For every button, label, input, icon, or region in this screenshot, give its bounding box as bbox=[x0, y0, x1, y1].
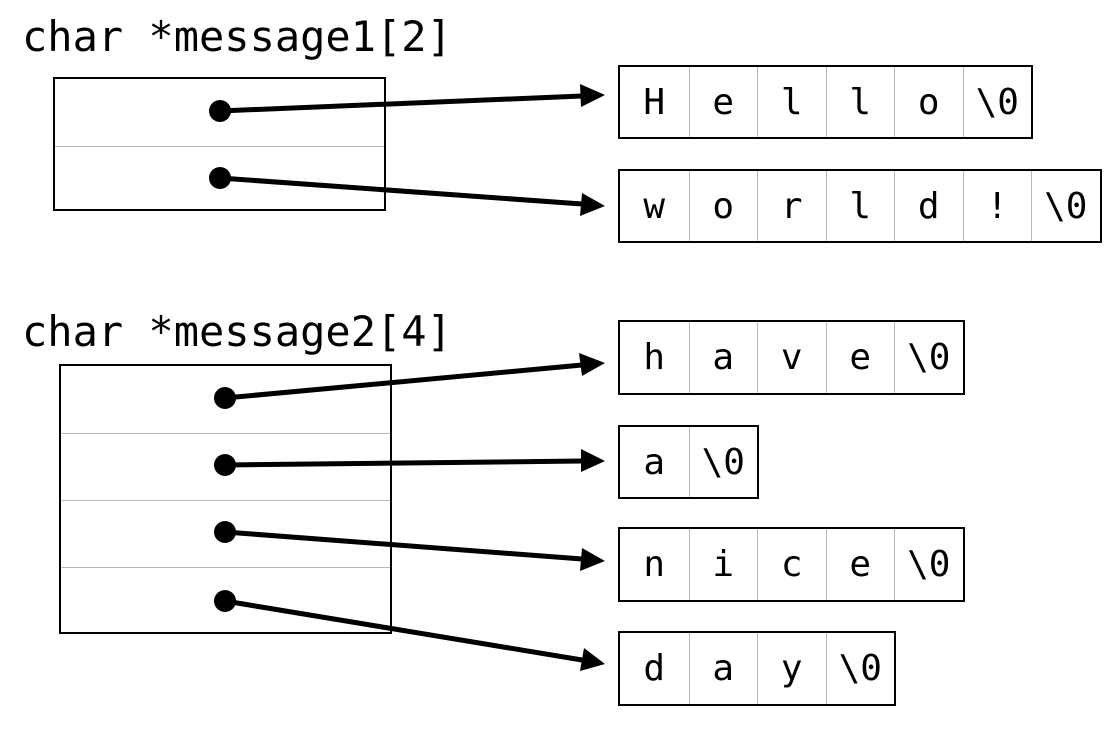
char-cell: n bbox=[643, 544, 666, 585]
message1-declaration: char *message1[2] bbox=[22, 12, 452, 61]
message2-pointer-array bbox=[59, 364, 392, 634]
arrow-message2-0 bbox=[214, 353, 605, 409]
arrow-message2-2 bbox=[214, 521, 605, 571]
char-cell: r bbox=[757, 171, 826, 241]
pointer-slot-1 bbox=[55, 146, 384, 212]
pointer-slot-2 bbox=[61, 500, 390, 568]
char-cell: \0 bbox=[825, 633, 895, 704]
char-cell: a bbox=[688, 322, 758, 393]
char-cell: H bbox=[643, 81, 666, 123]
char-cell: d bbox=[894, 171, 963, 241]
string-box-a: a \0 bbox=[618, 425, 759, 499]
char-cell: o bbox=[894, 67, 963, 137]
char-cell: \0 bbox=[688, 427, 758, 497]
char-cell: \0 bbox=[894, 322, 963, 393]
char-cell: w bbox=[643, 185, 666, 227]
char-cell: y bbox=[757, 633, 826, 704]
char-cell: d bbox=[643, 648, 666, 689]
char-cell: a bbox=[688, 633, 758, 704]
pointer-slot-1 bbox=[61, 433, 390, 501]
char-cell: c bbox=[757, 529, 826, 600]
char-cell: h bbox=[643, 337, 666, 378]
char-cell: e bbox=[688, 67, 758, 137]
char-cell: ! bbox=[962, 171, 1032, 241]
char-cell: a bbox=[643, 441, 666, 483]
arrow-message1-0 bbox=[209, 84, 605, 122]
arrow-message2-3 bbox=[214, 590, 605, 671]
arrow-message1-1 bbox=[209, 167, 605, 216]
char-cell: l bbox=[825, 67, 895, 137]
arrow-message2-1 bbox=[214, 449, 605, 476]
char-cell: i bbox=[688, 529, 758, 600]
char-cell: \0 bbox=[894, 529, 963, 600]
pointer-slot-3 bbox=[61, 567, 390, 635]
char-cell: e bbox=[825, 322, 895, 393]
char-cell: l bbox=[757, 67, 826, 137]
message2-declaration: char *message2[4] bbox=[22, 307, 452, 356]
char-cell: \0 bbox=[1031, 171, 1100, 241]
char-cell: o bbox=[688, 171, 758, 241]
char-cell: v bbox=[757, 322, 826, 393]
char-cell: \0 bbox=[962, 67, 1032, 137]
char-cell: e bbox=[825, 529, 895, 600]
char-cell: l bbox=[825, 171, 895, 241]
